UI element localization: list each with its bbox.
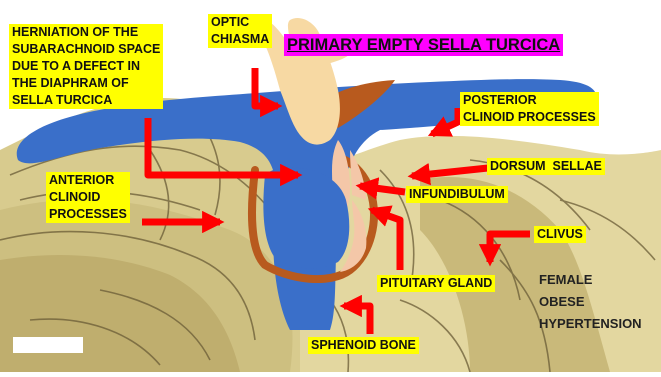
diagram-title: PRIMARY EMPTY SELLA TURCICA (284, 34, 563, 56)
label-pituitary-gland: PITUITARY GLAND (377, 275, 495, 292)
blank-box (13, 337, 83, 353)
risk-factor-obese: OBESE (539, 292, 585, 312)
risk-factor-hypertension: HYPERTENSION (539, 314, 642, 334)
label-infundibulum: INFUNDIBULUM (406, 186, 508, 203)
label-sphenoid-bone: SPHENOID BONE (308, 337, 419, 354)
label-herniation: HERNIATION OF THE SUBARACHNOID SPACE DUE… (9, 24, 163, 109)
label-optic-chiasma: OPTIC CHIASMA (208, 14, 272, 48)
label-posterior-clinoid: POSTERIOR CLINOID PROCESSES (460, 92, 599, 126)
risk-factor-female: FEMALE (539, 270, 592, 290)
label-clivus: CLIVUS (534, 226, 586, 243)
label-dorsum-sellae: DORSUM SELLAE (487, 158, 605, 175)
label-anterior-clinoid: ANTERIOR CLINOID PROCESSES (46, 172, 130, 223)
